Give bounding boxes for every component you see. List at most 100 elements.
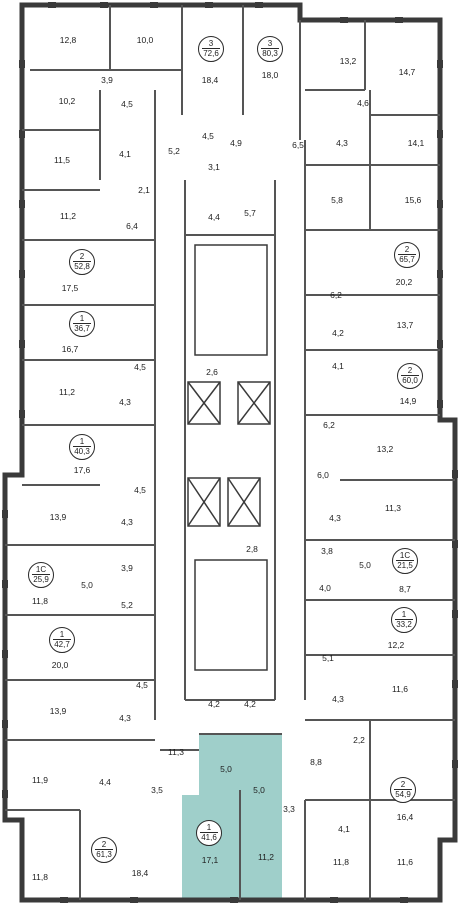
room-area-label: 5,0 bbox=[359, 559, 371, 570]
room-area-label: 17,1 bbox=[201, 854, 219, 865]
window-marks bbox=[2, 2, 458, 903]
room-area-label: 17,5 bbox=[61, 282, 79, 293]
room-area-label: 18,4 bbox=[201, 74, 219, 85]
room-area-label: 10,0 bbox=[136, 34, 154, 45]
room-area-label: 16,7 bbox=[61, 343, 79, 354]
room-area-label: 4,3 bbox=[336, 137, 348, 148]
room-area-label: 11,8 bbox=[333, 856, 349, 867]
room-area-label: 5,0 bbox=[220, 763, 232, 774]
room-area-label: 4,9 bbox=[230, 137, 242, 148]
room-area-label: 3,8 bbox=[321, 545, 333, 556]
room-area-label: 2,8 bbox=[246, 543, 258, 554]
room-area-label: 13,7 bbox=[396, 319, 414, 330]
room-area-label: 4,1 bbox=[338, 823, 350, 834]
room-area-label: 4,3 bbox=[332, 693, 344, 704]
room-area-label: 3,9 bbox=[121, 562, 133, 573]
room-area-label: 4,2 bbox=[208, 698, 220, 709]
room-area-label: 8,7 bbox=[399, 583, 411, 594]
room-area-label: 4,3 bbox=[119, 712, 131, 723]
room-area-label: 5,1 bbox=[322, 652, 334, 663]
stairs-and-lifts bbox=[187, 244, 271, 671]
room-area-label: 2,2 bbox=[353, 734, 365, 745]
room-area-label: 20,2 bbox=[395, 276, 413, 287]
room-area-label: 13,9 bbox=[49, 705, 67, 716]
room-area-label: 4,4 bbox=[208, 211, 220, 222]
room-area-label: 4,5 bbox=[134, 484, 146, 495]
room-area-label: 6,4 bbox=[126, 220, 138, 231]
room-area-label: 20,0 bbox=[51, 659, 69, 670]
room-area-label: 8,8 bbox=[310, 756, 322, 767]
room-area-label: 10,2 bbox=[58, 95, 76, 106]
room-area-label: 2,1 bbox=[138, 184, 150, 195]
room-area-label: 11,6 bbox=[392, 683, 408, 694]
room-area-label: 14,1 bbox=[407, 137, 425, 148]
room-area-label: 18,0 bbox=[261, 69, 279, 80]
room-area-label: 11,2 bbox=[59, 386, 75, 397]
room-area-label: 13,9 bbox=[49, 511, 67, 522]
room-area-label: 18,4 bbox=[131, 867, 149, 878]
interior-walls bbox=[5, 5, 455, 900]
room-area-label: 2,6 bbox=[206, 366, 218, 377]
room-area-label: 4,5 bbox=[202, 130, 214, 141]
room-area-label: 11,9 bbox=[32, 774, 48, 785]
room-area-label: 11,8 bbox=[32, 595, 48, 606]
room-area-label: 12,8 bbox=[59, 34, 77, 45]
room-area-label: 3,1 bbox=[208, 161, 220, 172]
room-area-label: 6,5 bbox=[292, 139, 304, 150]
room-area-label: 5,7 bbox=[244, 207, 256, 218]
room-area-label: 6,2 bbox=[323, 419, 335, 430]
room-area-label: 4,5 bbox=[134, 361, 146, 372]
room-area-label: 4,1 bbox=[119, 148, 131, 159]
room-area-label: 11,6 bbox=[397, 856, 413, 867]
room-area-label: 15,6 bbox=[404, 194, 422, 205]
room-area-label: 13,2 bbox=[376, 443, 394, 454]
room-area-label: 11,2 bbox=[60, 210, 76, 221]
room-area-label: 4,3 bbox=[329, 512, 341, 523]
room-area-label: 4,5 bbox=[121, 98, 133, 109]
room-area-label: 4,0 bbox=[319, 582, 331, 593]
highlighted-apartment[interactable] bbox=[182, 734, 282, 900]
room-area-label: 5,0 bbox=[253, 784, 265, 795]
room-area-label: 4,3 bbox=[119, 396, 131, 407]
room-area-label: 4,4 bbox=[99, 776, 111, 787]
room-area-label: 11,8 bbox=[32, 871, 48, 882]
room-area-label: 4,2 bbox=[244, 698, 256, 709]
room-area-label: 4,1 bbox=[332, 360, 344, 371]
room-area-label: 11,2 bbox=[258, 851, 274, 862]
room-area-label: 4,5 bbox=[136, 679, 148, 690]
room-area-label: 4,6 bbox=[357, 97, 369, 108]
room-area-label: 17,6 bbox=[73, 464, 91, 475]
room-area-label: 4,3 bbox=[121, 516, 133, 527]
room-area-label: 5,2 bbox=[168, 145, 180, 156]
room-area-label: 16,4 bbox=[396, 811, 414, 822]
room-area-label: 13,2 bbox=[339, 55, 357, 66]
room-area-label: 11,5 bbox=[54, 154, 70, 165]
room-area-label: 3,5 bbox=[151, 784, 163, 795]
room-area-label: 3,3 bbox=[283, 803, 295, 814]
room-area-label: 11,3 bbox=[385, 502, 401, 513]
room-area-label: 6,0 bbox=[317, 469, 329, 480]
room-area-label: 5,2 bbox=[121, 599, 133, 610]
room-area-label: 14,7 bbox=[398, 66, 416, 77]
room-area-label: 5,0 bbox=[81, 579, 93, 590]
room-area-label: 14,9 bbox=[399, 395, 417, 406]
room-area-label: 4,2 bbox=[332, 327, 344, 338]
room-area-label: 6,2 bbox=[330, 289, 342, 300]
room-area-label: 12,2 bbox=[387, 639, 405, 650]
